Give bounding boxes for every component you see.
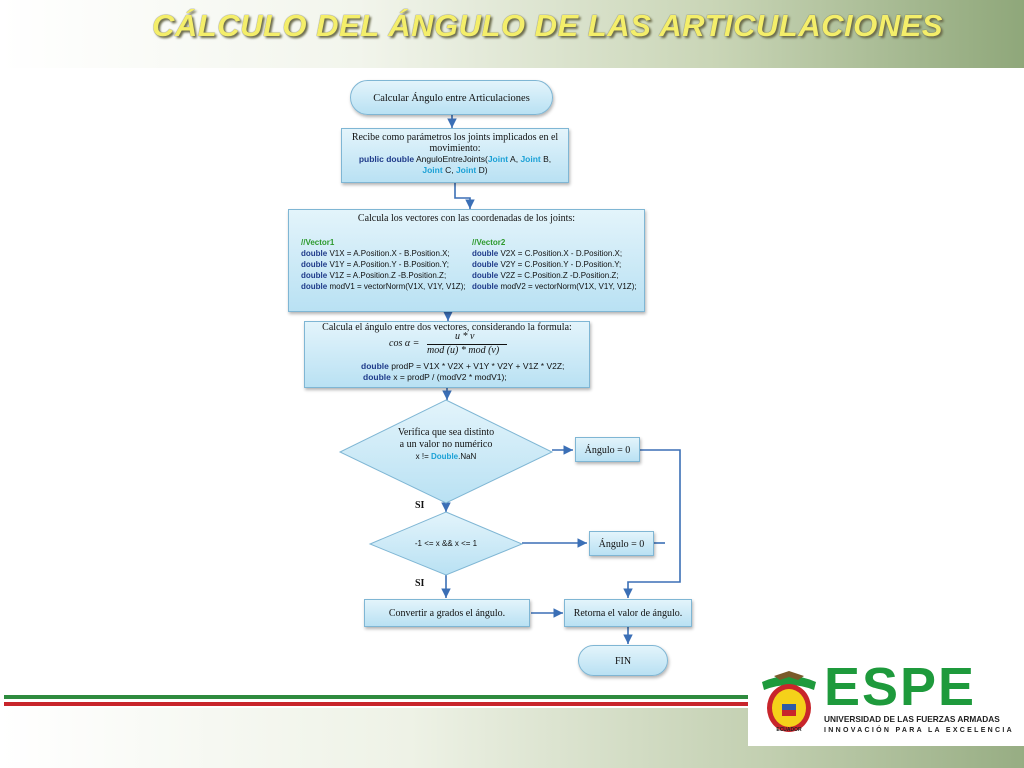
vector1-line-1: V1Y = A.Position.Y - B.Position.Y; — [329, 260, 449, 269]
vector2-line-0: V2X = C.Position.X - D.Position.X; — [500, 249, 623, 258]
params-method: AnguloEntreJoints( — [416, 154, 488, 164]
formula-title: Calcula el ángulo entre dos vectores, co… — [322, 322, 572, 333]
vector1-line: double V1Y = A.Position.Y - B.Position.Y… — [301, 259, 471, 270]
vector2-kw: double — [472, 282, 499, 291]
formula-box: Calcula el ángulo entre dos vectores, co… — [304, 321, 590, 388]
params-type-3: Joint — [422, 165, 443, 175]
output-1-label: Ángulo = 0 — [584, 445, 631, 456]
params-arg-4: D) — [476, 165, 488, 175]
vector1-kw: double — [301, 271, 328, 280]
formula-kw-2: double — [363, 372, 391, 382]
start-node: Calcular Ángulo entre Articulaciones — [350, 80, 553, 115]
vector2-code: //Vector2 double V2X = C.Position.X - D.… — [472, 237, 642, 292]
vector2-kw: double — [472, 271, 499, 280]
vector1-line-2: V1Z = A.Position.Z -B.Position.Z; — [329, 271, 447, 280]
vector2-line-3: modV2 = vectorNorm(V1X, V1Y, V1Z); — [500, 282, 637, 291]
vector1-line-0: V1X = A.Position.X - B.Position.X; — [329, 249, 450, 258]
slide-title: CÁLCULO DEL ÁNGULO DE LAS ARTICULACIONES — [152, 8, 943, 43]
end-node: FIN — [578, 645, 668, 676]
vector2-line-2: V2Z = C.Position.Z -D.Position.Z; — [500, 271, 619, 280]
vector1-comment: //Vector1 — [301, 238, 335, 247]
vector2-comment: //Vector2 — [472, 238, 506, 247]
decision1-code-type: Double — [431, 452, 459, 461]
output-angle-zero-2: Ángulo = 0 — [589, 531, 654, 556]
decision1-code-post: .NaN — [458, 452, 477, 461]
vector2-kw: double — [472, 260, 499, 269]
decision1-code: x != Double.NaN — [396, 451, 496, 463]
params-arg-3: C, — [442, 165, 456, 175]
formula-code-line-1: double prodP = V1X * V2X + V1Y * V2Y + V… — [361, 361, 564, 372]
si-label-2: SI — [415, 578, 425, 589]
vector1-code: //Vector1 double V1X = A.Position.X - B.… — [301, 237, 471, 292]
vectors-title: Calcula los vectores con las coordenadas… — [357, 213, 576, 224]
formula-line2: x = prodP / (modV2 * modV1); — [390, 372, 507, 382]
vector2-line-1: V2Y = C.Position.Y - D.Position.Y; — [500, 260, 622, 269]
university-seal-icon — [762, 671, 816, 732]
vector2-kw: double — [472, 249, 499, 258]
formula-numerator: u * v — [455, 331, 475, 342]
end-label: FIN — [614, 656, 632, 667]
params-type-4: Joint — [455, 165, 477, 175]
formula-code: double prodP = V1X * V2X + V1Y * V2Y + V… — [361, 361, 564, 383]
formula-line1: prodP = V1X * V2X + V1Y * V2Y + V1Z * V2… — [388, 361, 565, 371]
brand-logo-text: ESPE — [824, 657, 977, 717]
vectors-box: Calcula los vectores con las coordenadas… — [288, 209, 645, 312]
footer-stripe-green — [4, 695, 748, 699]
output-2-label: Ángulo = 0 — [598, 539, 645, 550]
decision1-text: Verifica que sea distinto a un valor no … — [396, 427, 496, 463]
formula-kw-1: double — [361, 361, 389, 371]
formula-denominator: mod (u) * mod (v) — [427, 345, 500, 356]
return-box: Retorna el valor de ángulo. — [564, 599, 692, 627]
params-text: Recibe como parámetros los joints implic… — [351, 132, 559, 154]
params-arg-1: A, — [508, 154, 521, 164]
params-keyword: public double — [358, 154, 415, 164]
vector1-kw: double — [301, 260, 328, 269]
vector1-kw: double — [301, 282, 328, 291]
vector1-kw: double — [301, 249, 328, 258]
footer-stripe-red — [4, 702, 748, 706]
vector2-line: double modV2 = vectorNorm(V1X, V1Y, V1Z)… — [472, 281, 642, 292]
decision1-code-pre: x != — [415, 452, 431, 461]
vector2-line: double V2X = C.Position.X - D.Position.X… — [472, 248, 642, 259]
formula-code-line-2: double x = prodP / (modV2 * modV1); — [361, 372, 564, 383]
params-arg-2: B, — [540, 154, 552, 164]
connector-out1-return — [623, 449, 681, 598]
university-motto: INNOVACIÓN PARA LA EXCELENCIA — [824, 727, 1014, 734]
vector2-line: double V2Z = C.Position.Z -D.Position.Z; — [472, 270, 642, 281]
si-label-1: SI — [415, 500, 425, 511]
university-name: UNIVERSIDAD DE LAS FUERZAS ARMADAS — [824, 714, 1000, 724]
convert-label: Convertir a grados el ángulo. — [388, 608, 506, 619]
convert-box: Convertir a grados el ángulo. — [364, 599, 530, 627]
vector1-line-3: modV1 = vectorNorm(V1X, V1Y, V1Z); — [329, 282, 466, 291]
vector1-line: double modV1 = vectorNorm(V1X, V1Y, V1Z)… — [301, 281, 471, 292]
output-angle-zero-1: Ángulo = 0 — [575, 437, 640, 462]
start-node-label: Calcular Ángulo entre Articulaciones — [373, 93, 530, 104]
params-type-2: Joint — [520, 154, 541, 164]
formula-lhs: cos α = — [389, 338, 420, 349]
seal-label: ECUADOR — [776, 727, 802, 733]
footer-stripe-white — [4, 699, 748, 702]
vector1-line: double V1X = A.Position.X - B.Position.X… — [301, 248, 471, 259]
params-signature: public double AnguloEntreJoints(Joint A,… — [346, 154, 564, 176]
decision2-text: -1 <= x && x <= 1 — [414, 539, 478, 548]
params-box: Recibe como parámetros los joints implic… — [341, 128, 569, 183]
decision1-label: Verifica que sea distinto a un valor no … — [397, 427, 495, 450]
header-bar — [0, 0, 1024, 68]
return-label: Retorna el valor de ángulo. — [573, 608, 683, 619]
params-type-1: Joint — [487, 154, 509, 164]
connector-params-vectors — [454, 183, 475, 209]
vector1-line: double V1Z = A.Position.Z -B.Position.Z; — [301, 270, 471, 281]
vector2-line: double V2Y = C.Position.Y - D.Position.Y… — [472, 259, 642, 270]
formula-fraction-bar — [427, 344, 507, 345]
